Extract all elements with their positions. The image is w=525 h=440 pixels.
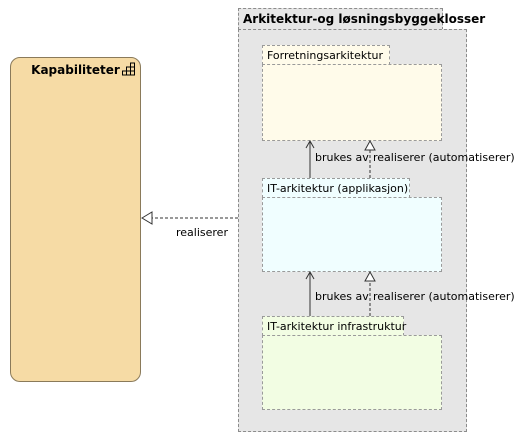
capability-element[interactable]: Kapabiliteter — [10, 57, 141, 382]
realizes-bottom-label: realiserer (automatiserer) — [373, 290, 515, 303]
used-by-bottom-edge[interactable] — [305, 270, 315, 316]
layer-application-body[interactable] — [262, 197, 442, 272]
realizes-bottom-edge[interactable] — [364, 270, 376, 316]
used-by-top-label: brukes av — [315, 151, 369, 164]
group-tab — [238, 8, 443, 30]
group-title: Arkitektur-og løsningsbyggeklosser — [243, 12, 486, 26]
layer-application-tab — [262, 178, 410, 198]
layer-infrastructure-title: IT-arkitektur infrastruktur — [267, 320, 407, 333]
layer-infrastructure-body[interactable] — [262, 335, 442, 410]
realizes-top-label: realiserer (automatiserer) — [373, 151, 515, 164]
capability-icon — [122, 62, 135, 76]
layer-business-body[interactable] — [262, 64, 442, 141]
layer-infrastructure-tab — [262, 316, 404, 336]
realizes-capability-label: realiserer — [176, 226, 228, 239]
realizes-top-edge[interactable] — [364, 139, 376, 178]
layer-application-title: IT-arkitektur (applikasjon) — [267, 182, 409, 195]
used-by-top-edge[interactable] — [305, 139, 315, 178]
realizes-capability-edge[interactable] — [141, 211, 238, 225]
capability-title: Kapabiliteter — [31, 63, 120, 77]
used-by-bottom-label: brukes av — [315, 290, 369, 303]
layer-business-tab — [262, 45, 390, 65]
layer-business-title: Forretningsarkitektur — [267, 49, 384, 62]
